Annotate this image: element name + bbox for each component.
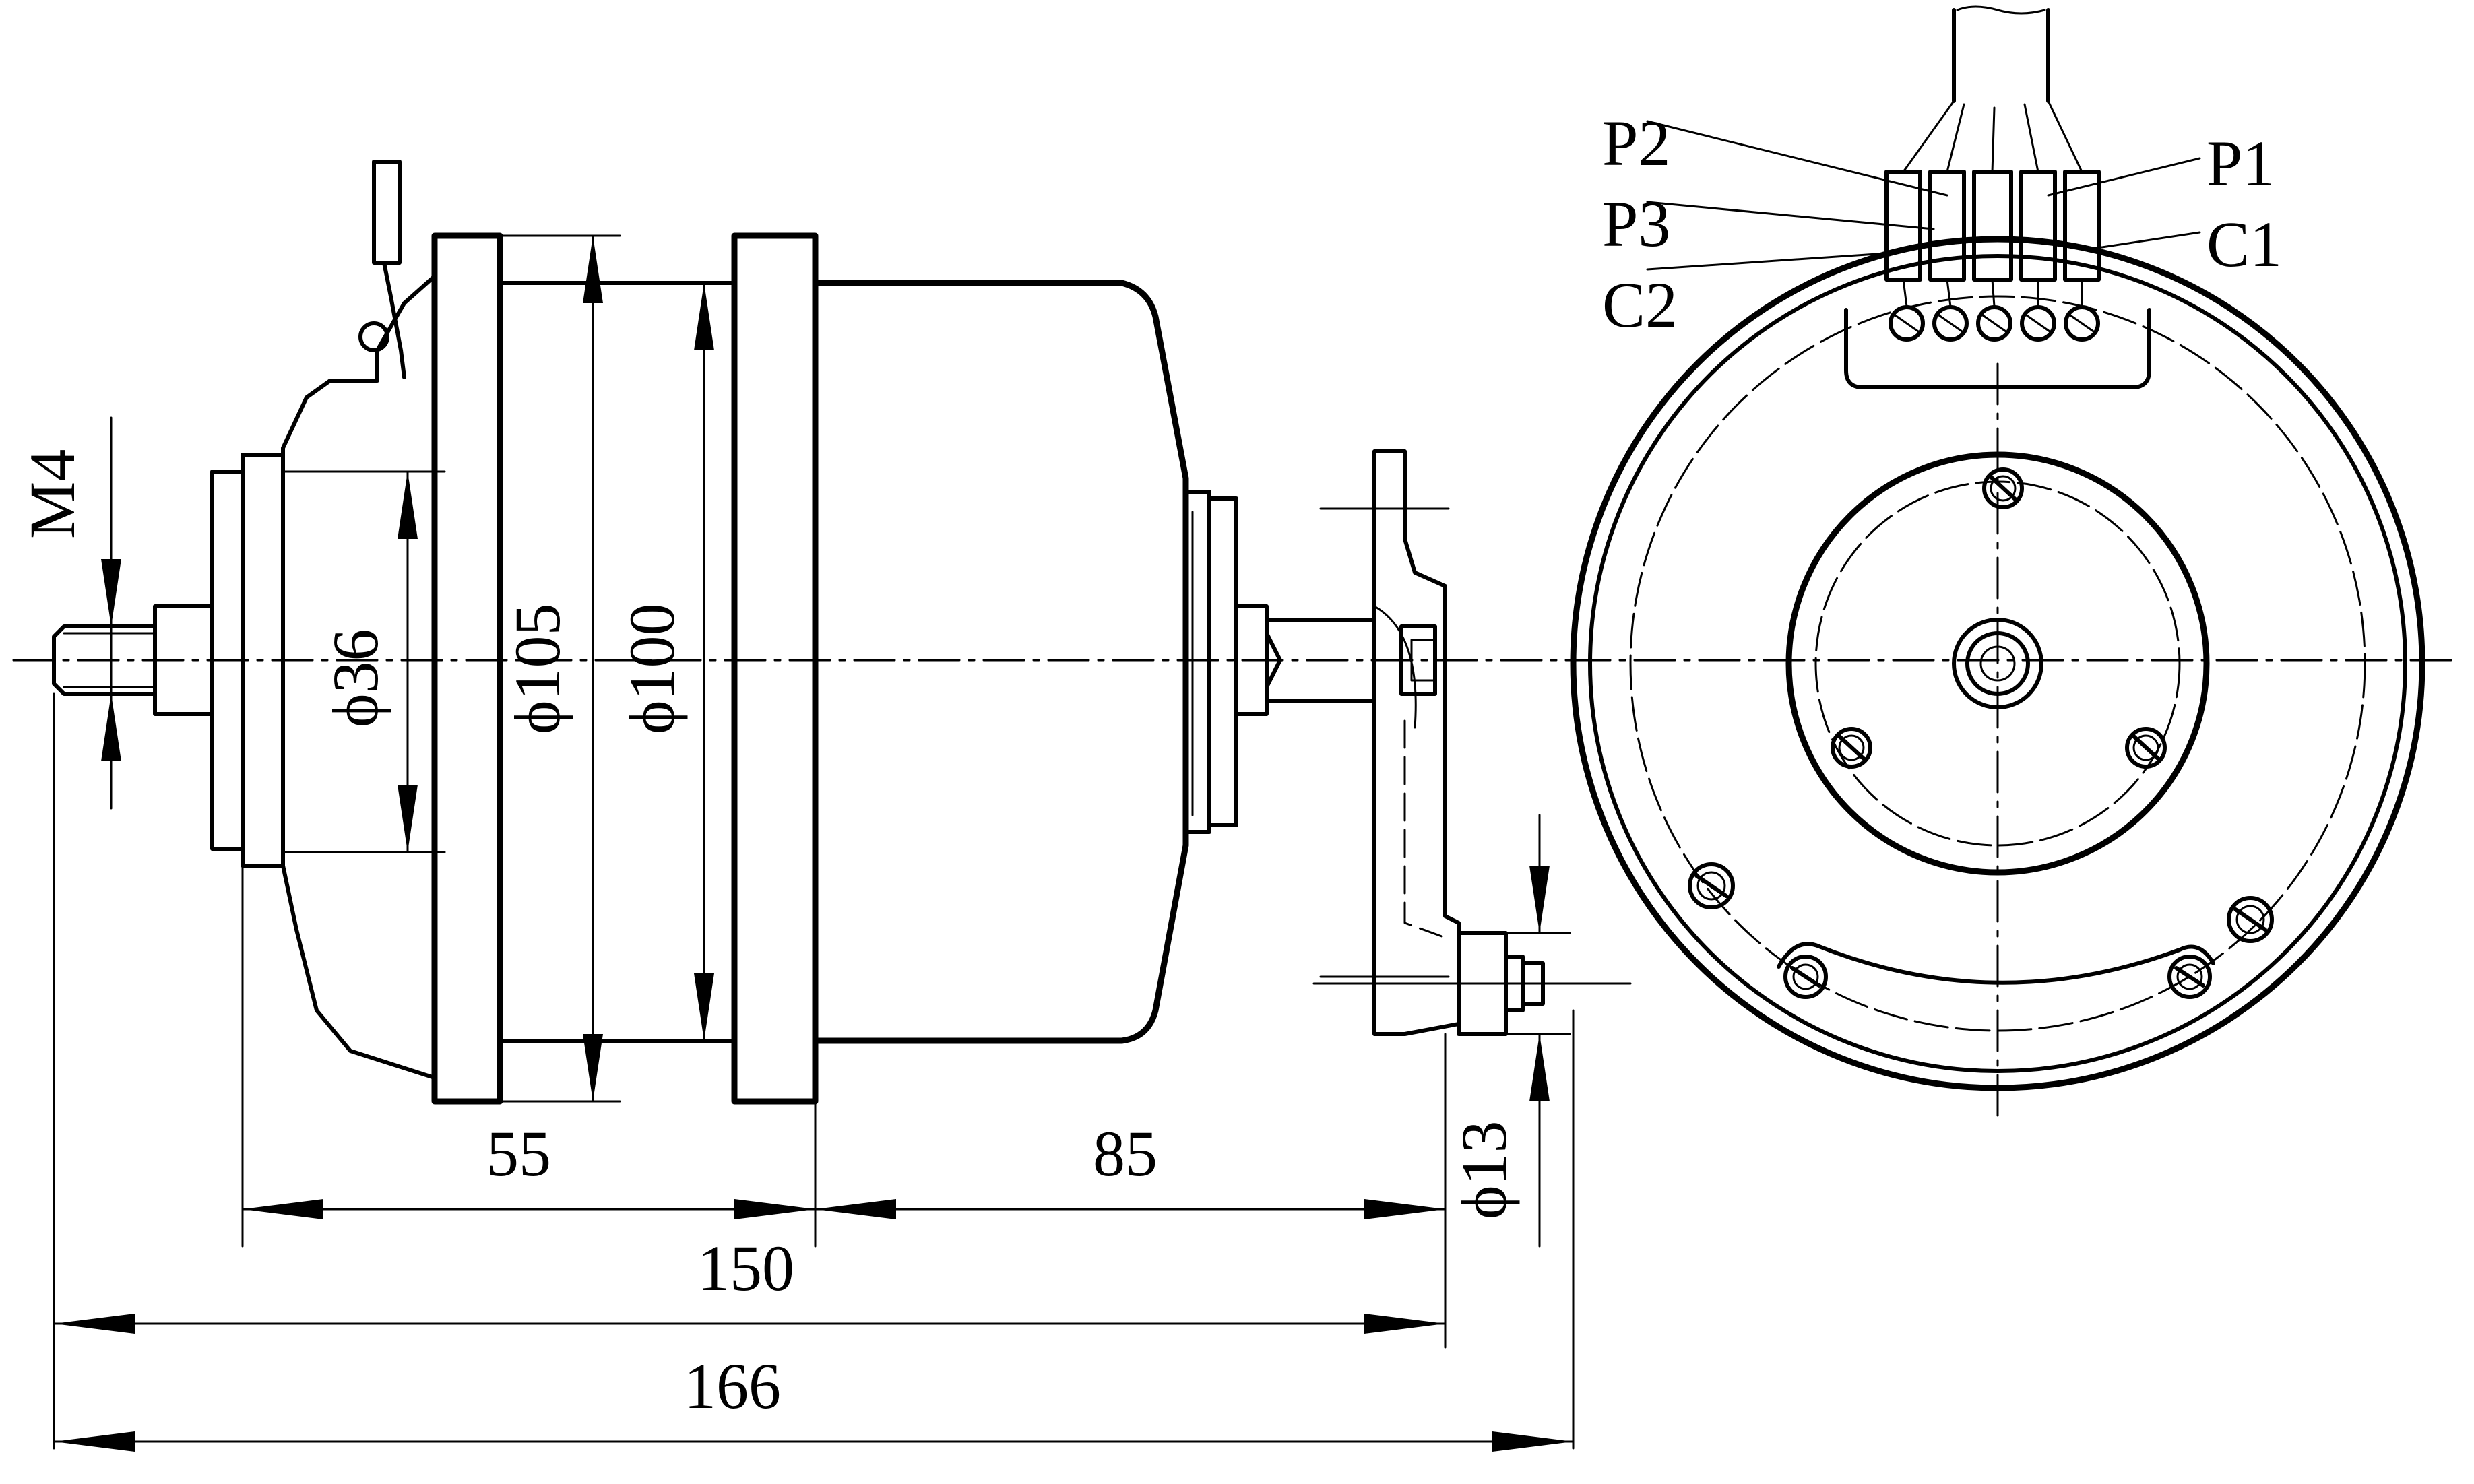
terminal-screw bbox=[358, 321, 389, 352]
main-body bbox=[812, 280, 1189, 1044]
label-150: 150 bbox=[697, 1232, 794, 1304]
inner-screw bbox=[2125, 727, 2167, 769]
end-view: P2 P3 C2 P1 C1 bbox=[1568, 5, 2454, 1120]
outer-ring-inner bbox=[1588, 254, 2407, 1073]
rear-shaft bbox=[1265, 618, 1376, 703]
label-p2: P2 bbox=[1602, 107, 1670, 179]
d105-arrow-bottom bbox=[583, 1034, 603, 1101]
inner-screw bbox=[1831, 727, 1872, 769]
dim166-arrow-left bbox=[54, 1431, 135, 1452]
d105-arrow-top bbox=[583, 236, 603, 303]
flange-right bbox=[731, 232, 819, 1105]
d100-arrow-top bbox=[694, 283, 714, 350]
d36-arrow-top bbox=[398, 472, 418, 539]
dim55-arrow-right bbox=[734, 1199, 815, 1219]
lower-arc-clamp bbox=[1777, 942, 2215, 985]
dim150-arrow-left bbox=[54, 1314, 135, 1334]
terminal-screws bbox=[1889, 305, 2100, 342]
label-p1: P1 bbox=[2207, 127, 2275, 199]
leader-p1 bbox=[2047, 157, 2201, 197]
label-d13: ϕ13 bbox=[1448, 1120, 1520, 1219]
m4-arrow-top bbox=[101, 559, 121, 626]
hub-outer bbox=[1952, 618, 2043, 709]
d100-arrow-bottom bbox=[694, 973, 714, 1041]
outer-ring bbox=[1570, 236, 2425, 1091]
leader-c1 bbox=[2087, 231, 2201, 251]
rear-shaft-collar bbox=[1234, 604, 1269, 716]
label-d36: ϕ36 bbox=[319, 628, 391, 728]
dim85-arrow-right bbox=[1364, 1199, 1445, 1219]
rear-boss-flange bbox=[1207, 496, 1238, 827]
front-housing bbox=[281, 274, 437, 1080]
label-d105: ϕ105 bbox=[501, 603, 573, 734]
terminal-bracket bbox=[382, 261, 406, 379]
flange-left bbox=[431, 232, 503, 1105]
inner-flange bbox=[1785, 451, 2210, 876]
hub-mid bbox=[1965, 631, 2030, 696]
label-p3: P3 bbox=[1602, 188, 1670, 260]
front-boss-flange bbox=[241, 453, 285, 868]
label-c2: C2 bbox=[1602, 269, 1678, 341]
rear-nut-arc bbox=[1373, 605, 1417, 729]
terminal-block bbox=[1844, 308, 2151, 389]
label-85: 85 bbox=[1093, 1118, 1157, 1190]
m4-arrow-bottom bbox=[101, 694, 121, 761]
bracket-hidden bbox=[1403, 719, 1443, 938]
clamp-screw bbox=[2167, 955, 2212, 999]
cable bbox=[1902, 5, 2083, 173]
hub-bore bbox=[1979, 645, 2016, 682]
label-c1: C1 bbox=[2207, 208, 2282, 280]
rear-bracket bbox=[1372, 449, 1461, 1036]
leader-p3 bbox=[1646, 201, 1935, 230]
dim166-arrow-right bbox=[1492, 1431, 1573, 1452]
d13-arrow-top bbox=[1529, 866, 1550, 933]
label-m4: M4 bbox=[16, 449, 88, 539]
label-166: 166 bbox=[684, 1350, 781, 1422]
dim85-arrow-left bbox=[815, 1199, 896, 1219]
outer-screw bbox=[2227, 896, 2274, 943]
dim55-arrow-left bbox=[243, 1199, 323, 1219]
outer-screw bbox=[1688, 862, 1735, 909]
terminal-tab bbox=[372, 160, 402, 265]
rear-boss bbox=[1184, 490, 1211, 834]
leader-p2 bbox=[1646, 120, 1948, 197]
d36-arrow-bottom bbox=[398, 785, 418, 852]
dim150-arrow-right bbox=[1364, 1314, 1445, 1334]
side-view: M4 ϕ36 ϕ105 ϕ100 ϕ13 bbox=[12, 160, 1632, 1452]
inner-screw bbox=[1982, 467, 2024, 509]
clamp-screw bbox=[1783, 955, 1828, 999]
d13-arrow-bottom bbox=[1529, 1034, 1550, 1101]
bolt-circle-outer bbox=[1629, 295, 2366, 1032]
label-55: 55 bbox=[486, 1118, 551, 1190]
leader-c2 bbox=[1646, 251, 1898, 271]
label-d100: ϕ100 bbox=[616, 603, 688, 734]
